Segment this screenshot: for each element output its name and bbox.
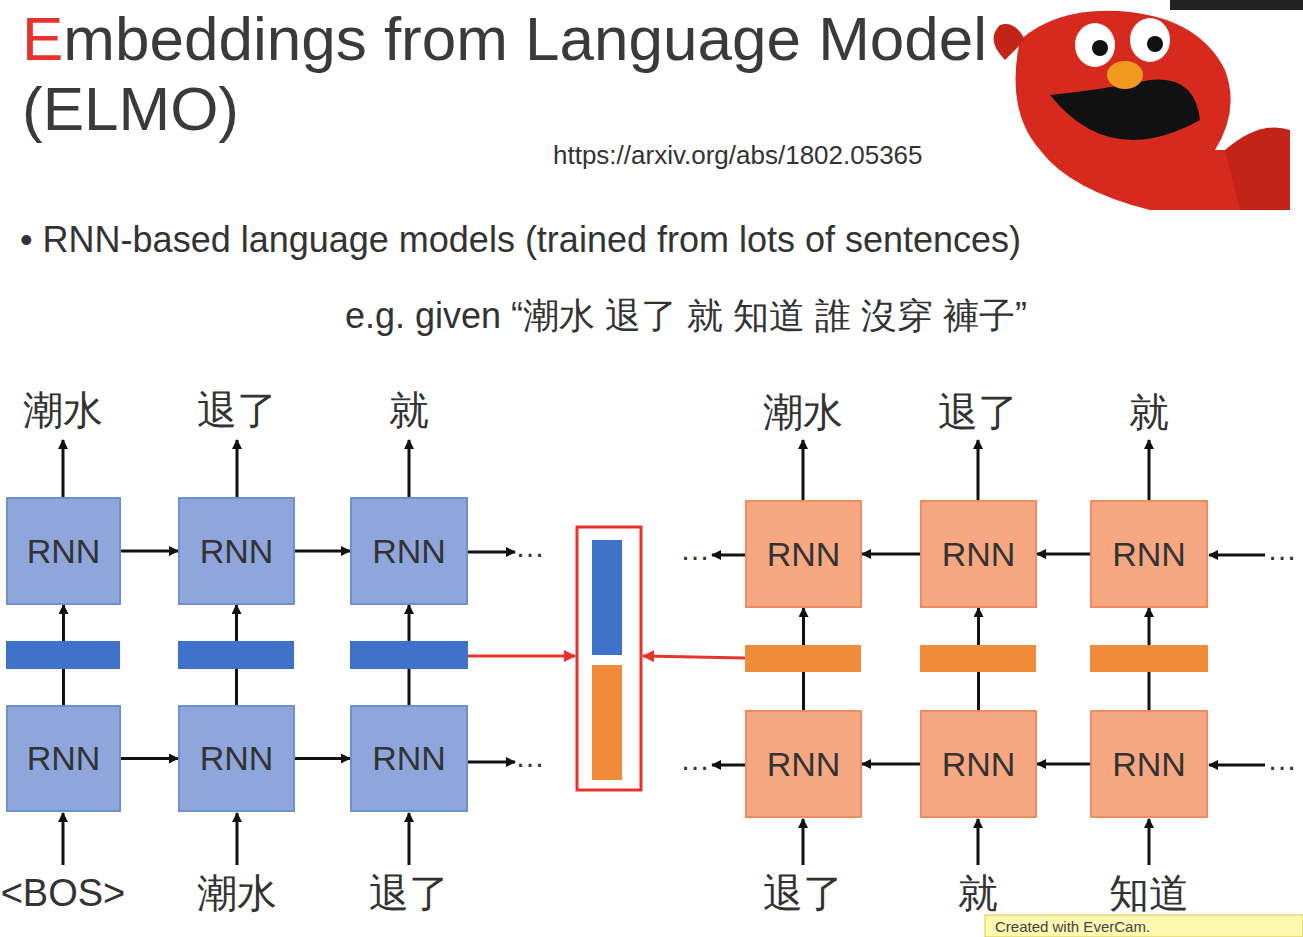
- rnn-label: RNN: [767, 745, 841, 784]
- input-word: <BOS>: [1, 872, 126, 915]
- rnn-label: RNN: [200, 532, 274, 571]
- rnn-box: RNN: [745, 500, 862, 608]
- slide-title: Embeddings from Language Model (ELMO): [22, 4, 1002, 144]
- ellipsis: …: [1267, 743, 1297, 777]
- input-word: 退了: [763, 866, 843, 921]
- ellipsis: …: [680, 533, 710, 567]
- watermark-box: [985, 915, 1303, 937]
- rnn-label: RNN: [200, 739, 274, 778]
- output-word: 潮水: [23, 383, 103, 438]
- output-word: 潮水: [763, 385, 843, 440]
- connector-arrow: [121, 550, 178, 553]
- input-word: 就: [958, 866, 998, 921]
- rnn-label: RNN: [942, 535, 1016, 574]
- backward-vector: [592, 665, 622, 780]
- rnn-box: RNN: [178, 497, 295, 605]
- rnn-label: RNN: [942, 745, 1016, 784]
- example-sentence: e.g. given “潮水 退了 就 知道 誰 沒穿 褲子”: [345, 292, 1027, 341]
- connector-arrow: [1037, 553, 1090, 556]
- rnn-box: RNN: [745, 710, 862, 818]
- input-word: 知道: [1109, 866, 1189, 921]
- rnn-box: RNN: [1090, 710, 1208, 818]
- output-word: 就: [389, 383, 429, 438]
- concat-box: [577, 527, 641, 790]
- output-word: 退了: [197, 383, 277, 438]
- ellipsis: …: [515, 530, 545, 564]
- output-word: 就: [1129, 385, 1169, 440]
- rnn-label: RNN: [1112, 745, 1186, 784]
- connector-arrow: [862, 763, 920, 766]
- watermark: Created with EverCam.: [995, 918, 1150, 935]
- bullet-text: • RNN-based language models (trained fro…: [20, 219, 1021, 261]
- rnn-box: RNN: [350, 497, 468, 605]
- rnn-label: RNN: [372, 739, 446, 778]
- connector-arrow: [862, 553, 920, 556]
- rnn-box: RNN: [920, 710, 1037, 818]
- rnn-box: RNN: [1090, 500, 1208, 608]
- connector-arrow: [1037, 763, 1090, 766]
- rnn-label: RNN: [27, 532, 101, 571]
- rnn-label: RNN: [372, 532, 446, 571]
- rnn-label: RNN: [1112, 535, 1186, 574]
- input-word: 退了: [369, 866, 449, 921]
- rnn-box: RNN: [350, 705, 468, 812]
- rnn-box: RNN: [6, 705, 121, 812]
- connector-arrow: [121, 757, 178, 760]
- rnn-label: RNN: [767, 535, 841, 574]
- rnn-box: RNN: [178, 705, 295, 812]
- rnn-box: RNN: [6, 497, 121, 605]
- rnn-label: RNN: [27, 739, 101, 778]
- url-label: https://arxiv.org/abs/1802.05365: [553, 140, 923, 171]
- connector-arrow: [295, 757, 350, 760]
- red-arrow: [468, 655, 575, 658]
- elmo-illustration: [994, 0, 1303, 210]
- connector-arrow: [295, 550, 350, 553]
- output-word: 退了: [938, 385, 1018, 440]
- red-arrow: [643, 656, 745, 658]
- ellipsis: …: [680, 743, 710, 777]
- input-word: 潮水: [197, 866, 277, 921]
- ellipsis: …: [1267, 533, 1297, 567]
- forward-vector: [592, 540, 622, 655]
- ellipsis: …: [515, 740, 545, 774]
- output-arrows: [63, 440, 1265, 865]
- rnn-box: RNN: [920, 500, 1037, 608]
